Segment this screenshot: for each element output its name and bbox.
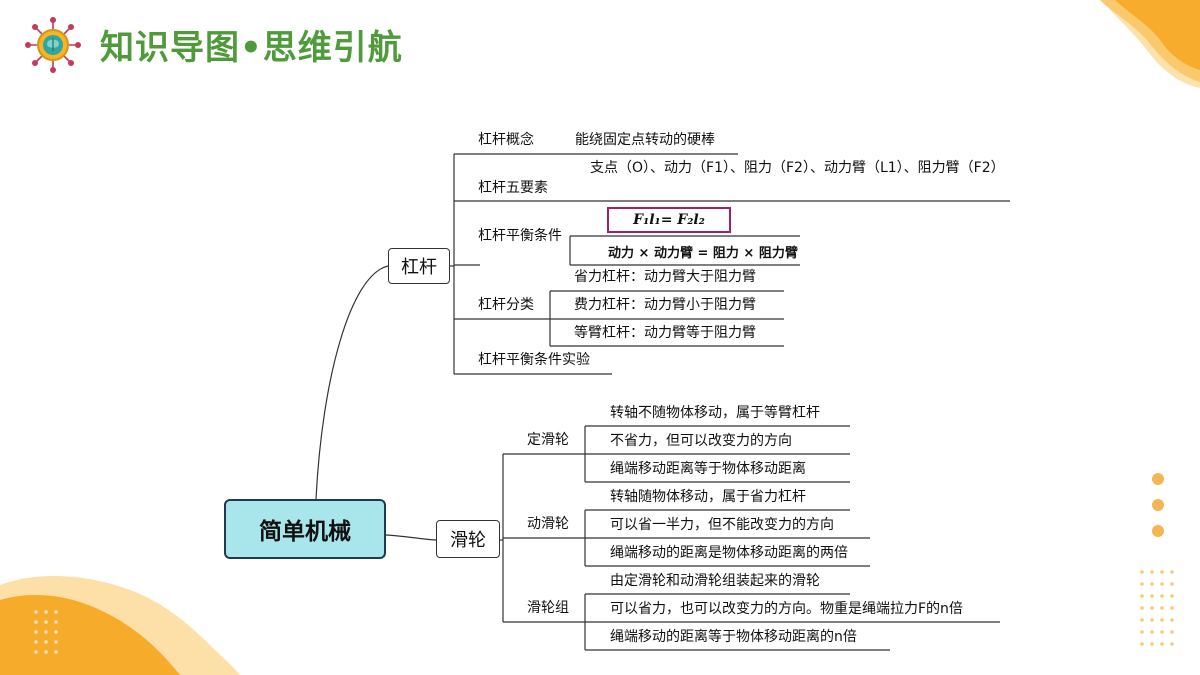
- lever-concept-label: 杠杆概念: [478, 132, 534, 148]
- pulley-block-item: 可以省力，也可以改变力的方向。物重是绳端拉力F的n倍: [610, 601, 963, 617]
- pulley-block-label: 滑轮组: [527, 600, 569, 616]
- lever-classification-label: 杠杆分类: [478, 297, 534, 313]
- movable-pulley-item: 可以省一半力，但不能改变力的方向: [610, 517, 834, 533]
- balance-formula: F₁l₁= F₂l₂: [607, 207, 731, 233]
- lever-five-elements-text: 支点（O）、动力（F1）、阻力（F2）、动力臂（L1）、阻力臂（F2）: [590, 160, 1005, 176]
- lever-class-item: 等臂杠杆：动力臂等于阻力臂: [574, 325, 756, 341]
- brain-gear-icon: [25, 17, 81, 73]
- movable-pulley-label: 动滑轮: [527, 516, 569, 532]
- lever-five-elements-label: 杠杆五要素: [478, 180, 548, 196]
- pulley-node: 滑轮: [436, 520, 500, 558]
- lever-concept-text: 能绕固定点转动的硬棒: [575, 132, 715, 148]
- fixed-pulley-item: 转轴不随物体移动，属于等臂杠杆: [610, 405, 820, 421]
- root-node: 简单机械: [224, 499, 386, 559]
- movable-pulley-item: 转轴随物体移动，属于省力杠杆: [610, 489, 806, 505]
- pulley-block-item: 由定滑轮和动滑轮组装起来的滑轮: [610, 573, 820, 589]
- lever-balance-label: 杠杆平衡条件: [478, 228, 562, 244]
- fixed-pulley-item: 不省力，但可以改变力的方向: [610, 433, 792, 449]
- lever-class-item: 费力杠杆：动力臂小于阻力臂: [574, 297, 756, 313]
- lever-class-item: 省力杠杆：动力臂大于阻力臂: [574, 269, 756, 285]
- page-title: 知识导图•思维引航: [100, 28, 403, 68]
- fixed-pulley-label: 定滑轮: [527, 432, 569, 448]
- lever-experiment-label: 杠杆平衡条件实验: [478, 352, 590, 368]
- fixed-pulley-item: 绳端移动距离等于物体移动距离: [610, 461, 806, 477]
- balance-formula-text: 动力 × 动力臂 = 阻力 × 阻力臂: [608, 246, 798, 261]
- pulley-block-item: 绳端移动的距离等于物体移动距离的n倍: [610, 629, 857, 645]
- lever-node: 杠杆: [388, 248, 450, 284]
- movable-pulley-item: 绳端移动的距离是物体移动距离的两倍: [610, 545, 848, 561]
